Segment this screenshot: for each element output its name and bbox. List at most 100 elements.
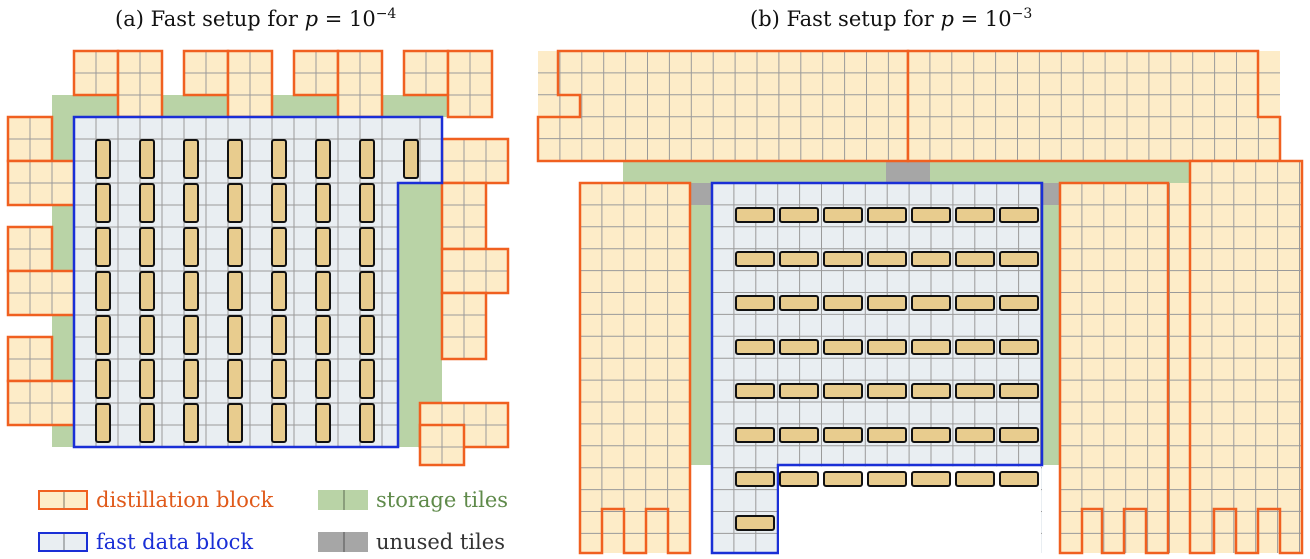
qubit-b-1-2 (779, 295, 819, 311)
distillation-block-a-7 (448, 51, 492, 117)
distillation-block-b-far-right-fill (1190, 161, 1302, 553)
qubit-b-4-1 (911, 251, 951, 267)
distillation-block-a-16 (442, 249, 508, 293)
legend-unused-label: unused tiles (376, 530, 505, 554)
qubit-a-5-2 (315, 227, 331, 267)
qubit-b-3-3 (867, 339, 907, 355)
qubit-a-3-4 (227, 315, 243, 355)
qubit-b-2-0 (823, 207, 863, 223)
qubit-a-3-1 (227, 183, 243, 223)
storage-tiles-b-left (690, 183, 712, 465)
distillation-block-a-13-grid (8, 381, 74, 425)
qubit-b-extra (735, 515, 775, 531)
qubit-a-1-2 (139, 227, 155, 267)
qubit-a-1-6 (139, 403, 155, 443)
qubit-b-1-6 (779, 471, 819, 487)
distillation-block-a-0-grid (74, 51, 118, 95)
distillation-block-a-7-grid (448, 51, 492, 117)
qubit-a-6-6 (359, 403, 375, 443)
qubit-b-2-3 (823, 339, 863, 355)
distillation-outline-b-top-right (906, 49, 1282, 163)
distillation-block-a-12 (8, 337, 52, 381)
qubit-b-3-5 (867, 427, 907, 443)
qubit-a-4-5 (271, 359, 287, 399)
distillation-block-b-far-right (1190, 161, 1302, 553)
qubit-b-4-5 (911, 427, 951, 443)
qubit-b-2-1 (823, 251, 863, 267)
qubit-b-5-2 (955, 295, 995, 311)
qubit-b-0-2 (735, 295, 775, 311)
legend-data-swatch (38, 532, 88, 552)
qubit-b-6-6 (999, 471, 1039, 487)
distillation-block-a-4-grid (294, 51, 338, 95)
qubit-b-6-3 (999, 339, 1039, 355)
distillation-outline-b-far-right (1188, 159, 1304, 555)
distillation-block-b-top-left-fill (538, 51, 908, 161)
qubit-b-1-5 (779, 427, 819, 443)
qubit-a-6-4 (359, 315, 375, 355)
unused-tiles-b-top (886, 161, 930, 183)
distillation-block-a-10 (8, 227, 52, 271)
qubit-b-0-6 (735, 471, 775, 487)
distillation-block-a-5-grid (338, 51, 382, 117)
qubit-a-0-5 (95, 359, 111, 399)
qubit-a-5-3 (315, 271, 331, 311)
panel-b-title: (b) Fast setup for p = 10−3 (750, 6, 1033, 31)
qubit-a-3-2 (227, 227, 243, 267)
qubit-a-4-3 (271, 271, 287, 311)
qubit-a-1-0 (139, 139, 155, 179)
qubit-b-2-6 (823, 471, 863, 487)
qubit-b-4-0 (911, 207, 951, 223)
qubit-a-0-4 (95, 315, 111, 355)
distillation-block-a-2 (184, 51, 228, 95)
distillation-block-b-top-right (908, 51, 1280, 161)
qubit-a-2-5 (183, 359, 199, 399)
distillation-block-a-16-grid (442, 249, 508, 293)
distillation-block-a-15 (442, 183, 486, 249)
qubit-b-6-1 (999, 251, 1039, 267)
qubit-b-3-0 (867, 207, 907, 223)
qubit-a-0-1 (95, 183, 111, 223)
qubit-a-0-3 (95, 271, 111, 311)
qubit-a-6-1 (359, 183, 375, 223)
qubit-b-4-2 (911, 295, 951, 311)
qubit-a-0-0 (95, 139, 111, 179)
qubit-a-6-3 (359, 271, 375, 311)
distillation-block-b-right (1060, 183, 1190, 553)
qubit-a-0-2 (95, 227, 111, 267)
qubit-a-6-2 (359, 227, 375, 267)
qubit-b-1-1 (779, 251, 819, 267)
distillation-block-b-right-fill (1060, 183, 1190, 553)
qubit-b-5-5 (955, 427, 995, 443)
unused-tiles-b-right (1042, 183, 1060, 205)
distillation-outline-b-right (1058, 181, 1170, 555)
qubit-b-2-2 (823, 295, 863, 311)
qubit-a-1-3 (139, 271, 155, 311)
distillation-block-b-left-fill (580, 183, 690, 553)
qubit-a-4-0 (271, 139, 287, 179)
distillation-block-a-5 (338, 51, 382, 117)
qubit-b-5-1 (955, 251, 995, 267)
distillation-block-a-17-grid (442, 293, 486, 359)
qubit-b-3-1 (867, 251, 907, 267)
legend-data-label: fast data block (96, 530, 254, 554)
qubit-a-1-4 (139, 315, 155, 355)
qubit-b-5-0 (955, 207, 995, 223)
distillation-block-b-top-left (538, 51, 908, 161)
qubit-a-6-0 (359, 139, 375, 179)
distillation-block-a-1 (118, 51, 162, 117)
distillation-block-a-19 (420, 425, 464, 465)
qubit-b-1-4 (779, 383, 819, 399)
qubit-a-3-3 (227, 271, 243, 311)
qubit-b-2-4 (823, 383, 863, 399)
qubit-b-0-3 (735, 339, 775, 355)
qubit-a-3-6 (227, 403, 243, 443)
qubit-a-4-6 (271, 403, 287, 443)
qubit-b-3-4 (867, 383, 907, 399)
legend-data: fast data block (38, 530, 253, 554)
distillation-block-a-11 (8, 271, 74, 315)
distillation-outline-a-7 (446, 49, 494, 119)
distillation-block-b-right-grid (1060, 183, 1190, 553)
legend-distillation-label: distillation block (96, 488, 274, 512)
